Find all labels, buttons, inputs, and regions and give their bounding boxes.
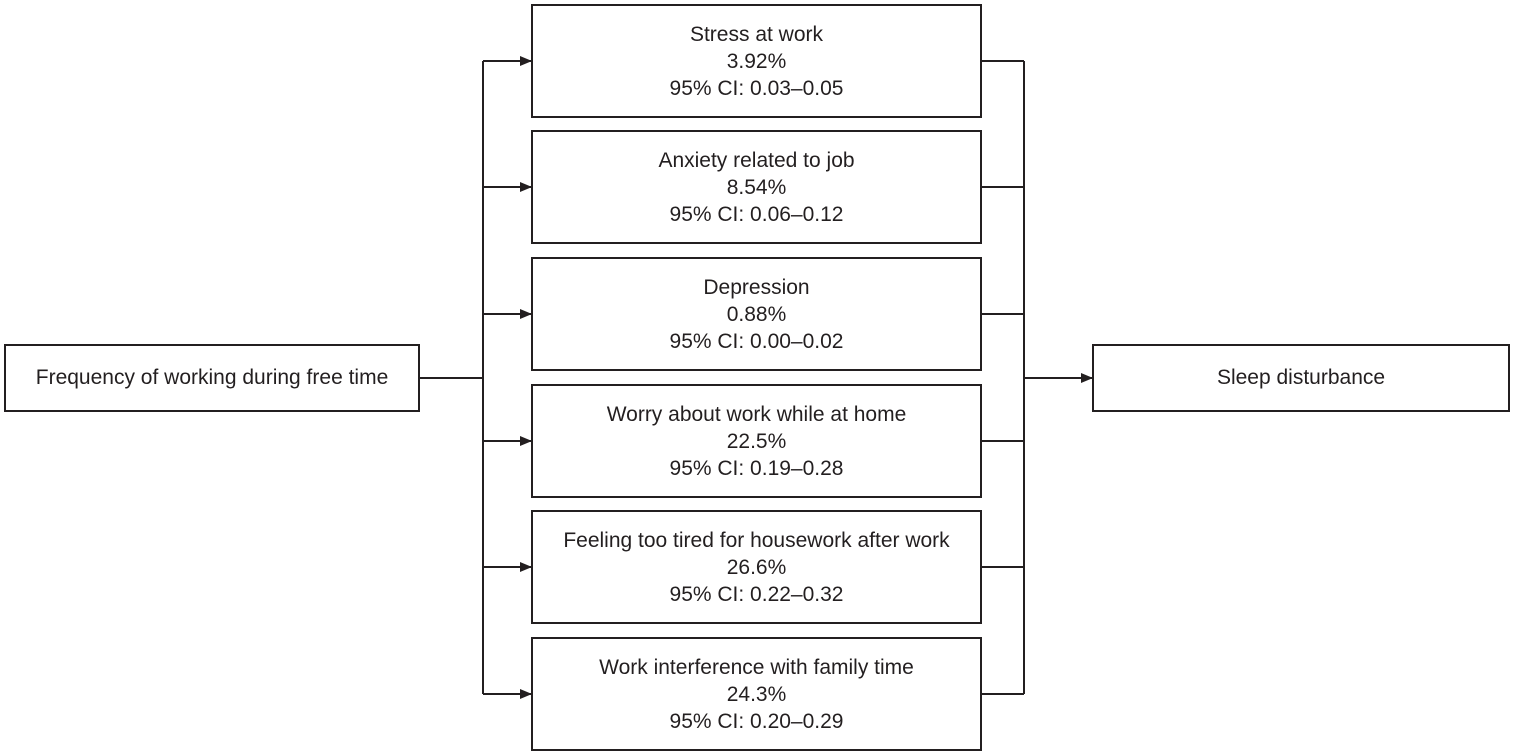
- mediator-box-depression: Depression 0.88% 95% CI: 0.00–0.02: [531, 257, 982, 371]
- mediator-name: Depression: [703, 275, 810, 299]
- outcome-box: Sleep disturbance: [1092, 344, 1510, 412]
- mediator-percent: 0.88%: [726, 302, 787, 326]
- outcome-label: Sleep disturbance: [1216, 366, 1386, 389]
- exposure-label: Frequency of working during free time: [35, 366, 389, 389]
- mediator-ci: 95% CI: 0.00–0.02: [669, 329, 844, 353]
- mediator-box-stress: Stress at work 3.92% 95% CI: 0.03–0.05: [531, 4, 982, 118]
- mediator-percent: 8.54%: [726, 175, 787, 199]
- mediator-box-anxiety: Anxiety related to job 8.54% 95% CI: 0.0…: [531, 130, 982, 244]
- mediator-percent: 24.3%: [726, 682, 787, 706]
- mediator-ci: 95% CI: 0.22–0.32: [669, 582, 844, 606]
- mediator-name: Work interference with family time: [599, 655, 914, 679]
- mediator-box-interference: Work interference with family time 24.3%…: [531, 637, 982, 751]
- mediator-name: Feeling too tired for housework after wo…: [563, 528, 950, 552]
- mediator-ci: 95% CI: 0.19–0.28: [669, 456, 844, 480]
- mediator-name: Anxiety related to job: [658, 148, 855, 172]
- mediator-box-tired: Feeling too tired for housework after wo…: [531, 510, 982, 624]
- mediator-percent: 22.5%: [726, 429, 787, 453]
- mediator-box-worry: Worry about work while at home 22.5% 95%…: [531, 384, 982, 498]
- mediator-ci: 95% CI: 0.20–0.29: [669, 709, 844, 733]
- mediator-percent: 3.92%: [726, 49, 787, 73]
- mediator-name: Stress at work: [689, 22, 824, 46]
- mediator-percent: 26.6%: [726, 555, 787, 579]
- mediator-ci: 95% CI: 0.06–0.12: [669, 202, 844, 226]
- mediator-ci: 95% CI: 0.03–0.05: [669, 76, 844, 100]
- exposure-box: Frequency of working during free time: [4, 344, 420, 412]
- mediator-name: Worry about work while at home: [606, 402, 907, 426]
